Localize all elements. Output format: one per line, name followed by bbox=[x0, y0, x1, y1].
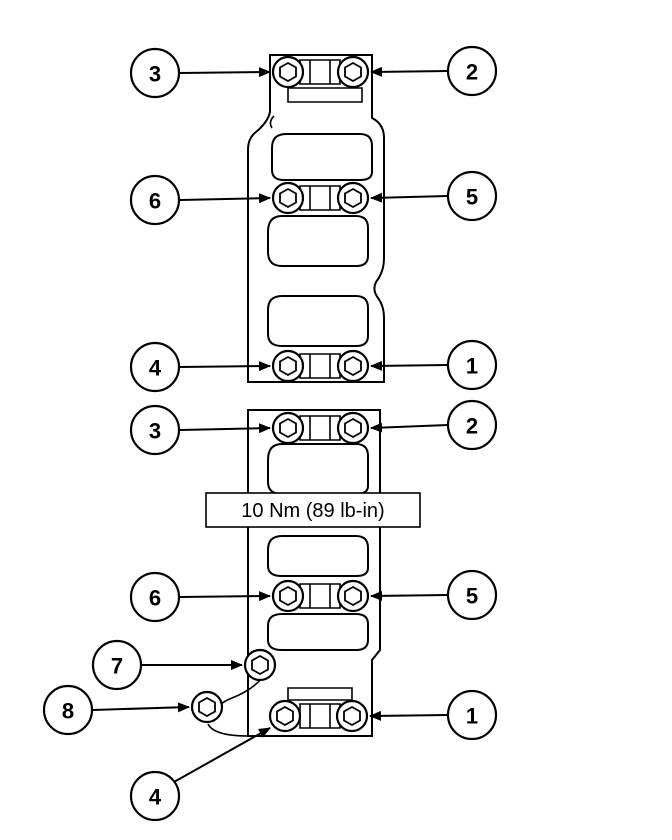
callout-number: 4 bbox=[149, 785, 162, 810]
leader-lines bbox=[92, 66, 449, 783]
callout-upper-3: 3 bbox=[129, 47, 181, 99]
callout-lower-6: 6 bbox=[129, 571, 181, 623]
callout-lower-2: 2 bbox=[446, 399, 498, 451]
callout-number: 5 bbox=[466, 185, 478, 210]
callout-number: 2 bbox=[466, 414, 478, 439]
callout-number: 2 bbox=[466, 60, 478, 85]
callout-lower-3: 3 bbox=[129, 404, 181, 456]
callout-number: 4 bbox=[149, 356, 162, 381]
callout-lower-1: 1 bbox=[446, 689, 498, 741]
callout-upper-2: 2 bbox=[446, 45, 498, 97]
callout-lower-8: 8 bbox=[42, 684, 94, 736]
bolt-upper-4 bbox=[271, 349, 305, 383]
bolt-lower-8 bbox=[190, 690, 224, 724]
callout-lower-5: 5 bbox=[446, 569, 498, 621]
bolt-upper-2 bbox=[336, 55, 370, 89]
callout-number: 6 bbox=[149, 189, 161, 214]
torque-spec-box: 10 Nm (89 lb-in) bbox=[205, 492, 421, 528]
callout-number: 1 bbox=[466, 704, 478, 729]
bolt-upper-3 bbox=[271, 55, 305, 89]
bolt-lower-7 bbox=[243, 648, 277, 682]
bolt-upper-1 bbox=[336, 349, 370, 383]
bolt-lower-2 bbox=[336, 411, 370, 445]
bolt-lower-3 bbox=[271, 411, 305, 445]
upper-bracket bbox=[247, 54, 385, 383]
callout-upper-5: 5 bbox=[446, 170, 498, 222]
lower-bracket bbox=[207, 409, 381, 737]
callout-number: 3 bbox=[149, 62, 161, 87]
bolt-lower-5 bbox=[336, 579, 370, 613]
bolt-upper-6 bbox=[271, 181, 305, 215]
bolt-lower-6 bbox=[271, 579, 305, 613]
callout-number: 7 bbox=[111, 654, 123, 679]
callout-number: 5 bbox=[466, 584, 478, 609]
callout-number: 1 bbox=[466, 354, 478, 379]
bolt-lower-1 bbox=[335, 699, 369, 733]
callout-upper-6: 6 bbox=[129, 174, 181, 226]
callout-upper-1: 1 bbox=[446, 339, 498, 391]
callout-number: 8 bbox=[62, 699, 74, 724]
callout-number: 3 bbox=[149, 419, 161, 444]
callout-upper-4: 4 bbox=[129, 341, 181, 393]
callout-lower-4: 4 bbox=[129, 770, 181, 822]
bolt-lower-4 bbox=[268, 699, 302, 733]
callout-lower-7: 7 bbox=[91, 639, 143, 691]
callout-number: 6 bbox=[149, 586, 161, 611]
torque-spec-label: 10 Nm (89 lb-in) bbox=[241, 500, 384, 522]
bolt-upper-5 bbox=[336, 181, 370, 215]
